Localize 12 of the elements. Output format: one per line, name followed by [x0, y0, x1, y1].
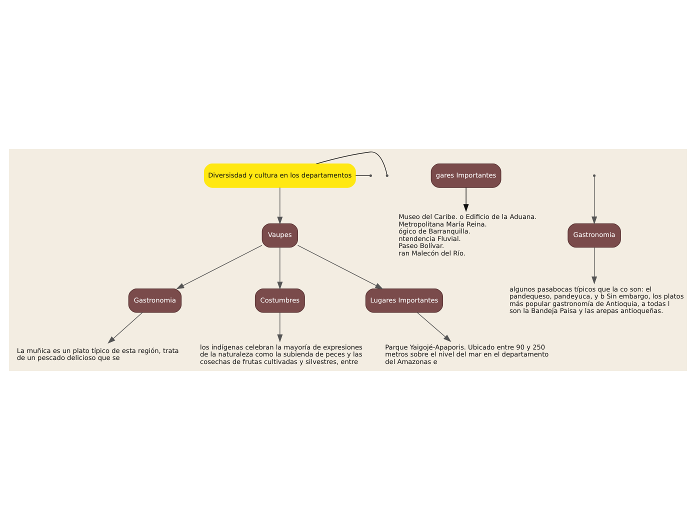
arrow — [176, 244, 262, 290]
arrow — [297, 244, 384, 290]
arrow — [416, 312, 452, 342]
arrow — [277, 187, 283, 225]
connector — [355, 175, 370, 176]
arrow — [463, 187, 469, 212]
arrow — [277, 312, 283, 342]
arrow — [108, 312, 143, 344]
arrow — [592, 247, 598, 284]
arrow — [592, 176, 598, 224]
arrow — [277, 247, 283, 290]
connector — [316, 152, 388, 175]
